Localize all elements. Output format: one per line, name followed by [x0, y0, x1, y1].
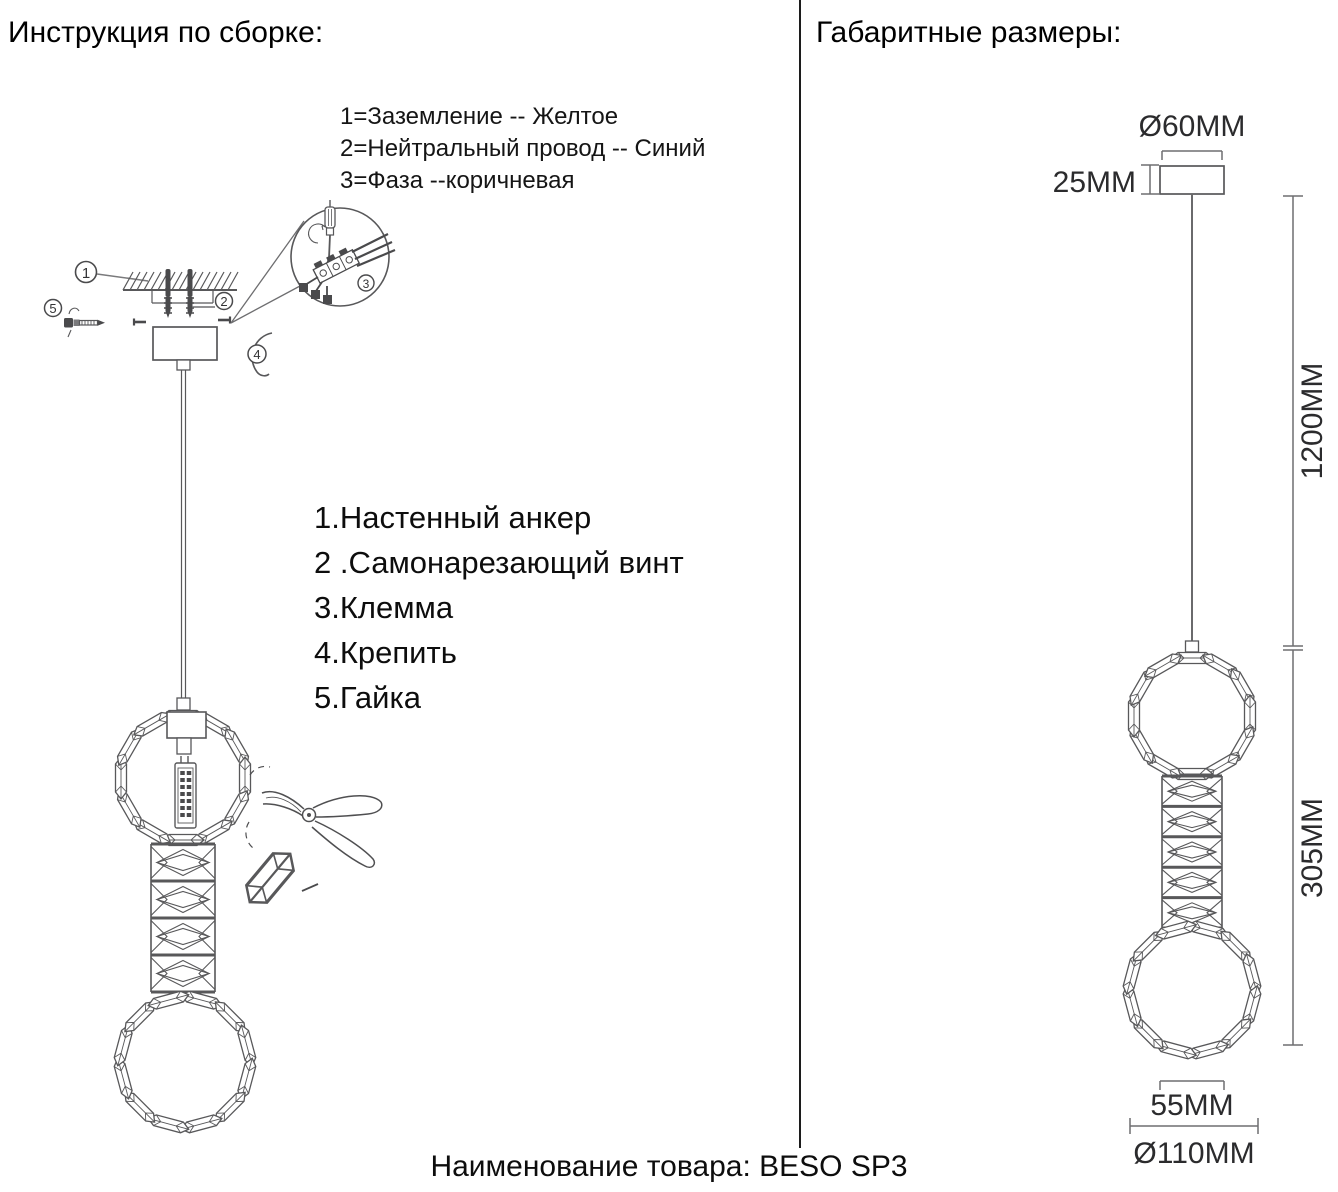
part-item: 1.Настенный анкер	[314, 500, 592, 535]
lamp-column	[1161, 774, 1223, 930]
wiring-legend-line: 2=Нейтральный провод -- Синий	[340, 135, 706, 162]
marker-2: 2	[192, 291, 234, 311]
rotate-arrow	[251, 332, 273, 377]
anchor-bolt	[186, 269, 194, 318]
parts-list: 1.Настенный анкер 2 .Самонарезающий винт…	[314, 495, 684, 720]
dim-canopy-diameter-label: Ø60MM	[1139, 110, 1246, 143]
lamp-top-globe	[1125, 649, 1259, 783]
wiring-legend: 1=Заземление -- Желтое 2=Нейтральный про…	[340, 101, 705, 197]
marker-1-number: 1	[82, 265, 90, 282]
dim-suspension-length: 1200MM	[1283, 195, 1329, 647]
assembly-diagram: 1 2 5	[43, 200, 396, 1136]
marker-4-number: 4	[253, 347, 260, 362]
led-housing	[166, 711, 207, 829]
marker-5: 5	[43, 298, 63, 318]
marker-3: 3	[357, 274, 375, 292]
wire-tag	[323, 295, 332, 304]
part-item: 4.Крепить	[314, 635, 457, 670]
marker-1: 1	[74, 260, 149, 284]
pliers	[245, 765, 383, 869]
suspension-wire	[1184, 194, 1200, 653]
ceiling-hatch	[122, 271, 239, 304]
canopy	[1159, 165, 1225, 195]
dim-fixture-height: 305MM	[1283, 649, 1329, 1046]
dim-canopy-diameter: Ø60MM	[1139, 110, 1246, 160]
part-item: 3.Клемма	[314, 590, 454, 625]
part-item: 2 .Самонарезающий винт	[314, 545, 684, 580]
panel-divider	[799, 0, 801, 1148]
marker-2-number: 2	[220, 294, 227, 309]
lamp-column	[150, 842, 216, 994]
terminal-wires	[351, 233, 396, 268]
assembly-title: Инструкция по сборке:	[8, 16, 324, 49]
crystal-piece	[238, 844, 319, 912]
canopy-screw	[132, 318, 146, 326]
dim-canopy-height: 25MM	[1053, 164, 1159, 199]
wiring-legend-line: 1=Заземление -- Желтое	[340, 103, 619, 130]
canopy-screw	[218, 316, 232, 324]
part-item: 5.Гайка	[314, 680, 421, 715]
dim-suspension-length-label: 1200MM	[1296, 363, 1329, 480]
lamp-bottom-globe	[111, 988, 259, 1136]
dim-column-width-label: 55MM	[1150, 1089, 1233, 1122]
marker-4: 4	[247, 332, 273, 377]
dimensions-diagram: Ø60MM 25MM 1200MM 305MM	[1053, 110, 1329, 1170]
dimensions-title: Габаритные размеры:	[816, 16, 1122, 49]
callout-wedge	[230, 220, 305, 324]
marker-1-leader	[96, 273, 149, 282]
dim-shade-diameter: Ø110MM	[1129, 1118, 1259, 1170]
screwdriver-icon	[308, 200, 336, 265]
anchor-bolt	[164, 269, 172, 318]
product-name: Наименование товара: BESO SP3	[430, 1150, 908, 1183]
marker-5-number: 5	[49, 301, 56, 316]
crystal-arrow	[301, 883, 319, 892]
wiring-legend-line: 3=Фаза --коричневая	[340, 167, 575, 194]
canopy	[152, 326, 218, 361]
wiring-detail-circle: 3	[290, 200, 396, 307]
expansion-bolt	[64, 307, 105, 338]
pendant-wire	[176, 359, 191, 711]
terminal-block	[299, 233, 396, 304]
lamp-bottom-globe	[1120, 918, 1264, 1062]
wire-tag	[299, 283, 308, 292]
marker-3-number: 3	[363, 277, 370, 291]
dim-column-width: 55MM	[1150, 1080, 1234, 1122]
wire-tag	[311, 290, 320, 299]
dim-fixture-height-label: 305MM	[1296, 798, 1329, 898]
dim-shade-diameter-label: Ø110MM	[1133, 1137, 1254, 1170]
dim-canopy-height-label: 25MM	[1053, 166, 1136, 199]
